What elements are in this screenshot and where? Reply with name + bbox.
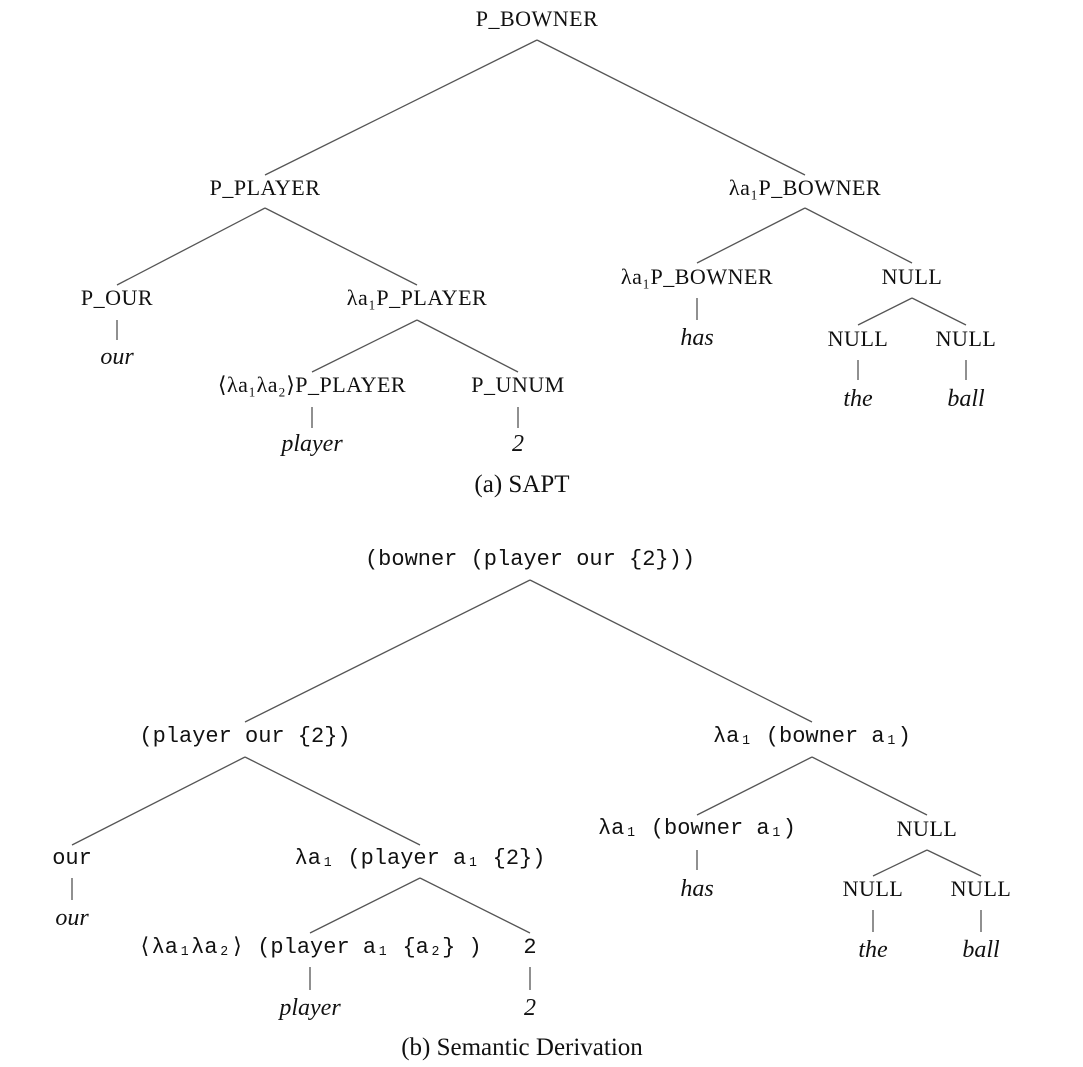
deriv-lambda2-player-node: ⟨λa₁λa₂⟩ (player a₁ {a₂} ) [138, 935, 482, 960]
deriv-null-left-node: NULL [842, 876, 904, 901]
sapt-lambda2-player-node: ⟨λa₁λa₂⟩P_PLAYER [217, 372, 407, 397]
edge [116, 207, 266, 286]
edge [244, 579, 531, 723]
sapt-null-node: NULL [881, 264, 943, 289]
sapt-null-right-node: NULL [935, 326, 997, 351]
sapt-has-word: has [680, 325, 714, 351]
edge [419, 877, 531, 934]
deriv-has-word: has [680, 876, 714, 902]
edge [264, 39, 538, 176]
edge [264, 207, 418, 286]
edge [416, 319, 519, 373]
edge [309, 877, 421, 934]
sapt-null-left-node: NULL [827, 326, 889, 351]
edge [536, 39, 806, 176]
deriv-the-word: the [858, 937, 888, 963]
edge [857, 297, 913, 326]
deriv-two-node: 2 [523, 935, 537, 960]
sapt-caption: (a) SAPT [474, 471, 570, 498]
deriv-null-node: NULL [896, 816, 958, 841]
deriv-lambda-player-node: λa₁ (player a₁ {2}) [294, 846, 546, 871]
edge [696, 207, 806, 264]
sapt-edges [116, 39, 967, 428]
sapt-root-node: P_BOWNER [475, 6, 599, 31]
edge [71, 756, 246, 846]
sapt-two-word: 2 [512, 431, 524, 457]
deriv-player-our-node: (player our {2}) [139, 724, 351, 749]
deriv-two-word: 2 [524, 995, 536, 1021]
sapt-lambda-bowner-leaf-node: λa₁P_BOWNER [620, 264, 774, 289]
edge [911, 297, 967, 326]
edge [696, 756, 813, 816]
sapt-lambda-player-node: λa₁P_PLAYER [346, 285, 488, 310]
sapt-our-node: P_OUR [80, 285, 154, 310]
edge [529, 579, 813, 723]
edge [811, 756, 928, 816]
derivation-edges [71, 579, 982, 990]
deriv-lambda-bowner-leaf-node: λa₁ (bowner a₁) [597, 816, 797, 841]
deriv-our-word: our [55, 905, 89, 931]
edge [804, 207, 913, 264]
deriv-our-node: our [52, 846, 92, 871]
deriv-caption: (b) Semantic Derivation [401, 1034, 643, 1061]
edge [311, 319, 418, 373]
sapt-the-word: the [843, 386, 873, 412]
sapt-lambda-bowner-node: λa₁P_BOWNER [728, 175, 882, 200]
deriv-root-node: (bowner (player our {2})) [364, 547, 696, 572]
edge [926, 849, 982, 877]
sapt-unum-node: P_UNUM [471, 372, 565, 397]
sapt-our-word: our [100, 344, 134, 370]
deriv-null-right-node: NULL [950, 876, 1012, 901]
deriv-ball-word: ball [962, 937, 1000, 963]
edge [244, 756, 421, 846]
sapt-ball-word: ball [947, 386, 985, 412]
deriv-player-word: player [279, 995, 341, 1021]
sapt-player-node: P_PLAYER [209, 175, 321, 200]
sapt-player-word: player [281, 431, 343, 457]
edge [872, 849, 928, 877]
deriv-lambda-bowner-node: λa₁ (bowner a₁) [712, 724, 912, 749]
